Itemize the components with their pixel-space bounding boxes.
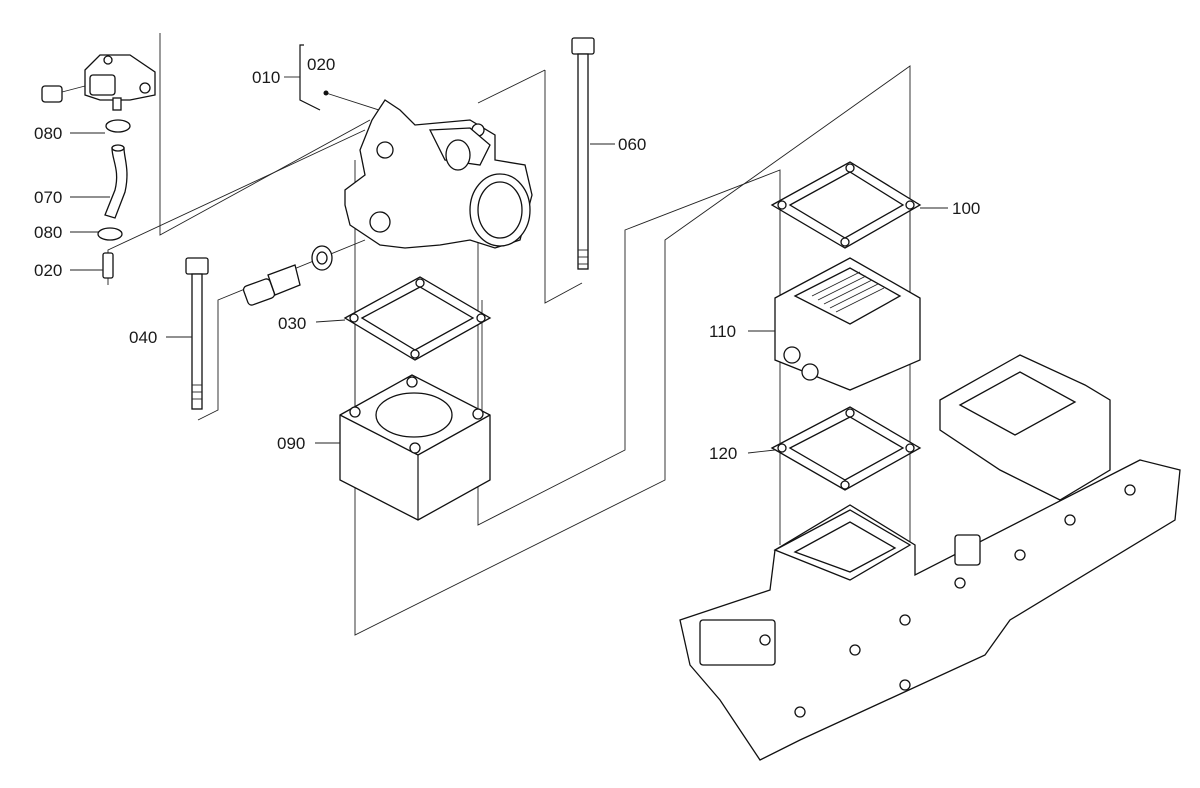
callout-120: 120	[709, 444, 737, 463]
bolt-040	[185, 257, 209, 410]
bolt-060	[571, 37, 595, 270]
callout-070: 070	[34, 188, 62, 207]
intake-heater-110	[774, 257, 921, 391]
callout-040: 040	[129, 328, 157, 347]
callout-060: 060	[618, 135, 646, 154]
heater-fins	[811, 271, 885, 313]
spacer-090	[339, 374, 491, 521]
thermostat-housing	[344, 99, 533, 249]
gasket-030	[343, 276, 492, 361]
callout-080-bottom: 080	[34, 223, 62, 242]
leader-lines	[70, 76, 948, 454]
callout-010: 010	[252, 68, 280, 87]
callout-020-bottom: 020	[34, 261, 62, 280]
callout-080-top: 080	[34, 124, 62, 143]
hose-assembly	[97, 119, 131, 279]
callout-110: 110	[709, 322, 736, 341]
callout-100: 100	[952, 199, 980, 218]
callout-090: 090	[277, 434, 305, 453]
callout-labels: 010 020 080 070 080 020 040 030 090 060 …	[34, 55, 980, 463]
gasket-120	[770, 406, 922, 491]
temperature-sensor	[242, 245, 333, 306]
intake-manifold	[679, 354, 1181, 761]
gasket-100	[770, 161, 922, 249]
callout-030: 030	[278, 314, 306, 333]
sensor-part	[41, 54, 156, 111]
callout-020-top: 020	[307, 55, 335, 74]
bracket-010-020	[299, 44, 386, 113]
